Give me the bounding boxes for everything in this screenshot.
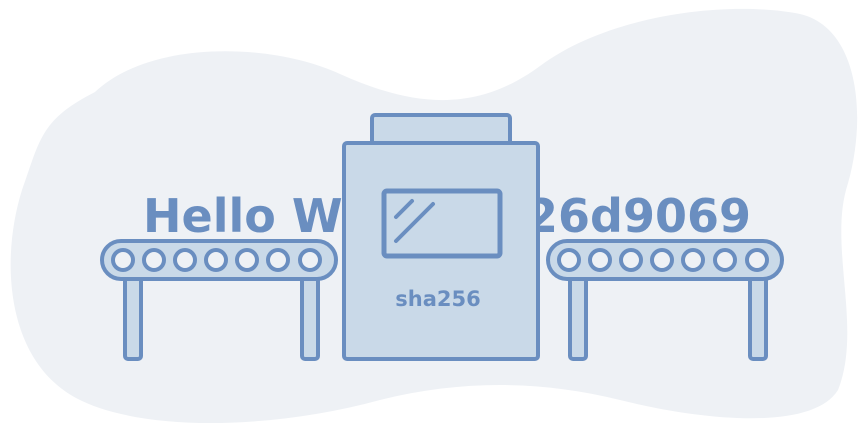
hash-machine-window [381,188,503,259]
window-glare-line [394,202,435,243]
left-conveyor-rollers [111,248,322,272]
input-text: Hello Wo [143,189,373,243]
right-conveyor-rollers [557,248,769,272]
hash-machine: sha256 [342,113,540,361]
left-conveyor-leg [300,273,320,361]
window-glare-line [394,199,414,219]
left-conveyor [100,239,338,361]
left-conveyor-leg [123,273,143,361]
right-conveyor [546,239,784,361]
hash-function-label: sha256 [395,287,480,311]
right-conveyor-leg [748,273,768,361]
right-conveyor-leg [568,273,588,361]
output-hash-text: 26d9069 [526,189,751,243]
